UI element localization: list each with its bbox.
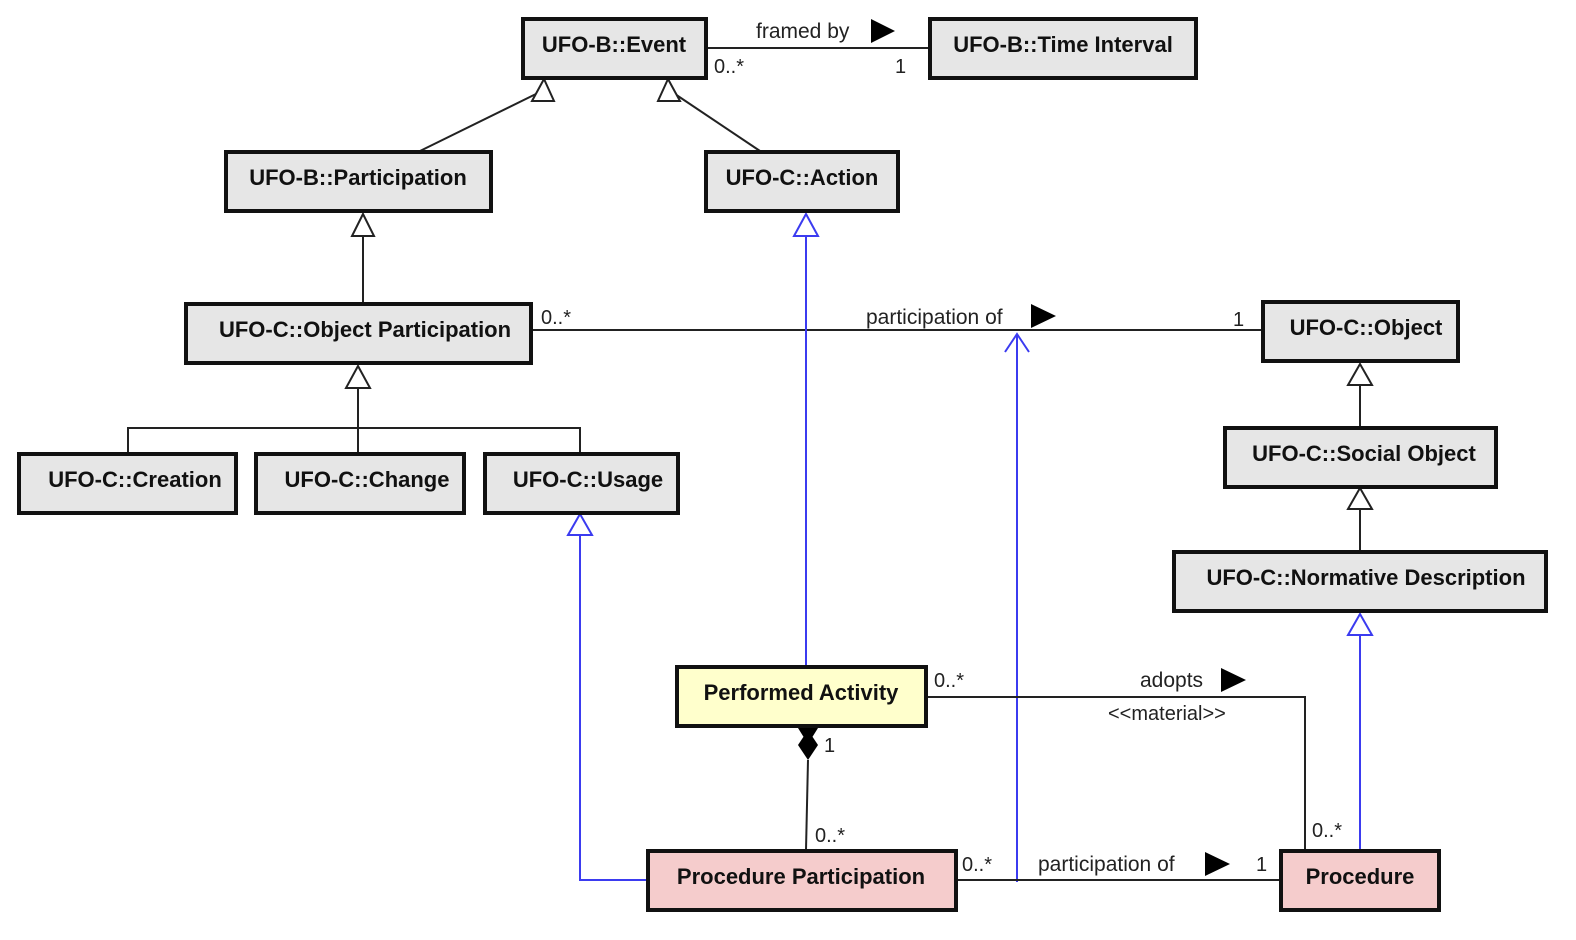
adopts-direction-icon bbox=[1221, 668, 1246, 692]
class-creation[interactable]: UFO-C::Creation bbox=[17, 452, 238, 515]
adopts-line[interactable] bbox=[927, 696, 1306, 850]
composition-diamond bbox=[798, 730, 818, 760]
gen-participation-event[interactable] bbox=[419, 91, 541, 152]
class-usage-label: UFO-C::Usage bbox=[513, 467, 663, 492]
gen-arrowhead-usage bbox=[566, 511, 594, 536]
class-creation-label: UFO-C::Creation bbox=[48, 467, 222, 492]
class-usage[interactable]: UFO-C::Usage bbox=[483, 452, 680, 515]
class-change[interactable]: UFO-C::Change bbox=[254, 452, 466, 515]
class-normative-description-box[interactable] bbox=[1172, 550, 1548, 613]
class-social-object[interactable]: UFO-C::Social Object bbox=[1223, 426, 1498, 489]
class-social-object-label: UFO-C::Social Object bbox=[1252, 441, 1476, 466]
class-performed-activity[interactable]: Performed Activity bbox=[675, 665, 928, 728]
composition-whole-mult: 1 bbox=[824, 735, 835, 757]
class-action-label: UFO-C::Action bbox=[726, 165, 879, 190]
class-action[interactable]: UFO-C::Action bbox=[704, 150, 900, 213]
class-event-box[interactable] bbox=[521, 17, 708, 80]
class-procedure-participation-box[interactable] bbox=[646, 849, 958, 912]
framed-by-label: framed by bbox=[756, 20, 850, 43]
class-procedure-participation[interactable]: Procedure Participation bbox=[646, 849, 958, 912]
gen-procpart-assoc-arrowhead bbox=[1004, 332, 1030, 353]
framed-by-source-mult: 0..* bbox=[714, 56, 744, 78]
composition-part-mult: 0..* bbox=[815, 825, 845, 847]
composition-line[interactable] bbox=[805, 759, 809, 851]
class-object-participation[interactable]: UFO-C::Object Participation bbox=[184, 302, 533, 365]
adopts-target-mult: 0..* bbox=[1312, 820, 1342, 842]
association-labels: framed by 0..* 1 participation of 0..* 1… bbox=[541, 20, 1342, 876]
framed-by-target-mult: 1 bbox=[895, 56, 906, 78]
adopts-label: adopts bbox=[1140, 669, 1203, 692]
gen-arrowhead-action bbox=[792, 211, 820, 237]
proc-participation-direction-icon bbox=[1205, 852, 1230, 876]
class-time-interval-label: UFO-B::Time Interval bbox=[953, 32, 1173, 57]
obj-participation-target-mult: 1 bbox=[1233, 309, 1244, 331]
class-creation-box[interactable] bbox=[17, 452, 238, 515]
obj-participation-of-label: participation of bbox=[866, 306, 1003, 329]
class-performed-activity-label: Performed Activity bbox=[704, 680, 900, 705]
gen-arrowhead-event-left bbox=[530, 76, 556, 102]
class-boxes: UFO-B::Event UFO-B::Time Interval UFO-B:… bbox=[17, 17, 1548, 912]
obj-participation-direction-icon bbox=[1031, 304, 1056, 328]
class-participation-box[interactable] bbox=[224, 150, 493, 213]
class-object-participation-label: UFO-C::Object Participation bbox=[219, 317, 511, 342]
class-action-box[interactable] bbox=[704, 150, 900, 213]
class-procedure[interactable]: Procedure bbox=[1279, 849, 1441, 912]
gen-arrowhead-socialobj bbox=[1346, 485, 1374, 510]
class-procedure-label: Procedure bbox=[1306, 864, 1415, 889]
adopts-source-mult: 0..* bbox=[934, 670, 964, 692]
class-event-label: UFO-B::Event bbox=[542, 32, 687, 57]
obj-participation-source-mult: 0..* bbox=[541, 307, 571, 329]
gen-arrowhead-normdesc bbox=[1346, 611, 1374, 636]
class-time-interval[interactable]: UFO-B::Time Interval bbox=[928, 17, 1198, 80]
direction-triangles bbox=[871, 19, 1246, 876]
gen-arrowhead-objpart bbox=[344, 363, 372, 389]
class-normative-description[interactable]: UFO-C::Normative Description bbox=[1172, 550, 1548, 613]
class-change-box[interactable] bbox=[254, 452, 466, 515]
class-social-object-box[interactable] bbox=[1223, 426, 1498, 489]
gen-arrowhead-object bbox=[1346, 361, 1374, 386]
edges bbox=[127, 47, 1361, 882]
class-object[interactable]: UFO-C::Object bbox=[1261, 300, 1460, 363]
arrowheads bbox=[344, 76, 1374, 760]
class-participation-label: UFO-B::Participation bbox=[249, 165, 467, 190]
class-usage-box[interactable] bbox=[483, 452, 680, 515]
class-object-label: UFO-C::Object bbox=[1290, 315, 1443, 340]
class-procedure-box[interactable] bbox=[1279, 849, 1441, 912]
gen-tree-bar[interactable] bbox=[127, 427, 581, 452]
class-normative-description-label: UFO-C::Normative Description bbox=[1206, 565, 1525, 590]
adopts-stereotype: <<material>> bbox=[1108, 703, 1226, 725]
class-object-box[interactable] bbox=[1261, 300, 1460, 363]
proc-participation-of-label: participation of bbox=[1038, 853, 1175, 876]
gen-arrowhead-participation bbox=[350, 211, 376, 237]
class-participation[interactable]: UFO-B::Participation bbox=[224, 150, 493, 213]
gen-action-event[interactable] bbox=[671, 91, 761, 152]
gen-arrowhead-event-right bbox=[656, 76, 682, 102]
gen-procpart-usage[interactable] bbox=[579, 535, 648, 881]
class-object-participation-box[interactable] bbox=[184, 302, 533, 365]
class-time-interval-box[interactable] bbox=[928, 17, 1198, 80]
class-change-label: UFO-C::Change bbox=[285, 467, 450, 492]
proc-participation-source-mult: 0..* bbox=[962, 854, 992, 876]
proc-participation-target-mult: 1 bbox=[1256, 854, 1267, 876]
class-procedure-participation-label: Procedure Participation bbox=[677, 864, 925, 889]
framed-by-direction-icon bbox=[871, 19, 895, 43]
class-performed-activity-box[interactable] bbox=[675, 665, 928, 728]
class-event[interactable]: UFO-B::Event bbox=[521, 17, 708, 80]
